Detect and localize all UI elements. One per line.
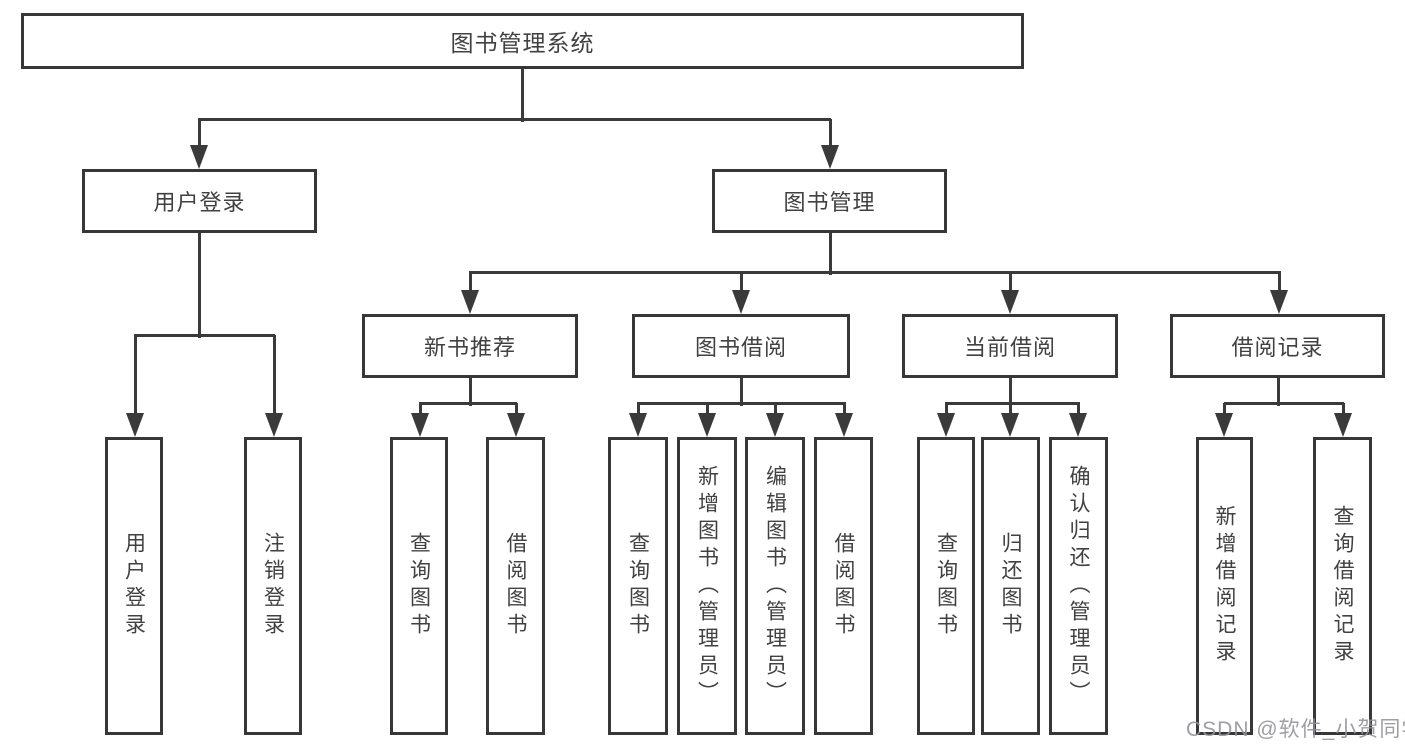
connector-drop: [133, 335, 137, 421]
connector-stem: [520, 69, 524, 122]
arrow-down-icon: [732, 290, 750, 314]
leaf-edit-books-admin: 编辑图书（管理员）: [745, 437, 805, 735]
connector-stem: [197, 233, 201, 338]
connector-bar: [1224, 401, 1344, 405]
connector-drop: [842, 403, 846, 421]
leaf-return-books: 归还图书: [981, 437, 1040, 735]
arrow-down-icon: [507, 413, 525, 437]
connector-drop: [1277, 272, 1281, 298]
leaf-add-borrow-record: 新增借阅记录: [1196, 437, 1253, 735]
leaf-confirm-return-admin: 确认归还（管理员）: [1049, 437, 1108, 735]
node-borrowing-records: 借阅记录: [1170, 314, 1385, 378]
arrow-down-icon: [461, 290, 479, 314]
connector-drop: [828, 119, 832, 153]
leaf-borrow-books-recommendation: 借阅图书: [486, 437, 545, 735]
leaf-query-borrow-record: 查询借阅记录: [1313, 437, 1372, 735]
connector-stem: [739, 378, 743, 406]
arrow-down-icon: [835, 413, 853, 437]
leaf-query-books-borrowing: 查询图书: [608, 437, 668, 735]
leaf-add-books-admin: 新增图书（管理员）: [677, 437, 737, 735]
arrow-down-icon: [411, 413, 429, 437]
connector-drop: [1008, 403, 1012, 421]
arrow-down-icon: [821, 145, 839, 169]
connector-drop: [1341, 403, 1345, 421]
connector-bar: [419, 401, 517, 405]
arrow-down-icon: [1069, 413, 1087, 437]
connector-bar: [134, 333, 275, 337]
connector-drop: [944, 403, 948, 421]
connector-stem: [1276, 378, 1280, 406]
leaf-query-books-current: 查询图书: [917, 437, 975, 735]
arrow-down-icon: [1215, 413, 1233, 437]
leaf-borrow-books: 借阅图书: [814, 437, 873, 735]
connector-bar: [945, 401, 1080, 405]
node-user-login: 用户登录: [82, 169, 317, 233]
node-book-borrowing: 图书借阅: [632, 314, 850, 378]
connector-bar: [637, 401, 846, 405]
connector-drop: [1008, 272, 1012, 298]
connector-drop: [739, 272, 743, 298]
connector-drop: [418, 403, 422, 421]
leaf-logout: 注销登录: [244, 437, 302, 735]
connector-bar: [198, 117, 831, 121]
connector-stem: [828, 233, 832, 275]
node-book-management: 图书管理: [712, 169, 947, 233]
node-library-management-system: 图书管理系统: [21, 13, 1024, 69]
arrow-down-icon: [629, 413, 647, 437]
connector-bar: [469, 270, 1281, 274]
connector-drop: [636, 403, 640, 421]
arrow-down-icon: [1001, 290, 1019, 314]
arrow-down-icon: [937, 413, 955, 437]
arrow-down-icon: [1334, 413, 1352, 437]
connector-drop: [1076, 403, 1080, 421]
leaf-user-login: 用户登录: [105, 437, 163, 735]
leaf-query-books-recommendation: 查询图书: [390, 437, 448, 735]
connector-drop: [272, 335, 276, 421]
node-new-book-recommendation: 新书推荐: [362, 314, 578, 378]
arrow-down-icon: [1270, 290, 1288, 314]
arrow-down-icon: [698, 413, 716, 437]
arrow-down-icon: [126, 413, 144, 437]
connector-stem: [468, 378, 472, 406]
connector-drop: [468, 272, 472, 298]
node-current-borrowing: 当前借阅: [902, 314, 1118, 378]
connector-drop: [705, 403, 709, 421]
arrow-down-icon: [190, 145, 208, 169]
connector-drop: [197, 119, 201, 153]
connector-drop: [514, 403, 518, 421]
csdn-watermark: CSDN @软件_小贺同学: [1186, 718, 1405, 741]
arrow-down-icon: [766, 413, 784, 437]
connector-drop: [1222, 403, 1226, 421]
connector-drop: [773, 403, 777, 421]
arrow-down-icon: [1001, 413, 1019, 437]
arrow-down-icon: [265, 413, 283, 437]
connector-stem: [1008, 378, 1012, 406]
